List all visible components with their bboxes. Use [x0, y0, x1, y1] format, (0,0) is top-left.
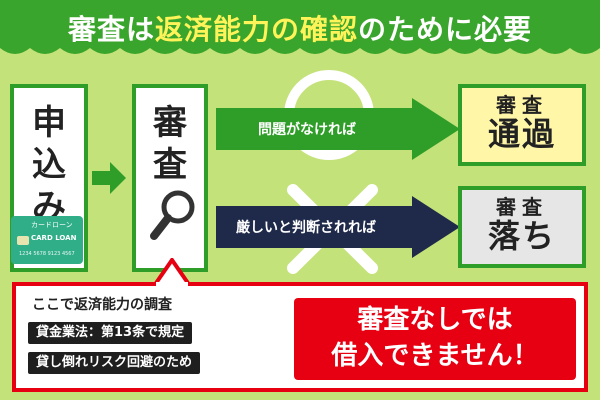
magnifier-icon [150, 190, 195, 240]
pass-arrow [216, 98, 460, 160]
warning-box: 審査なしでは 借入できません！ [294, 298, 576, 380]
fail-result: 審査 落ち [458, 186, 586, 268]
apply-label: 申込み [32, 103, 66, 227]
banner-background [0, 0, 600, 54]
warning-line2: 借入できません！ [331, 341, 539, 371]
arrow-right-icon [92, 162, 126, 194]
fail-small-label: 審査 [496, 195, 548, 219]
note-box: ここで返済能力の調査 貸金業法：第13条で規定 貸し倒れリスク回避のため 審査な… [12, 282, 588, 392]
title-pre: 審査は [67, 13, 155, 46]
pass-small-label: 審査 [496, 93, 548, 117]
pointer-join [156, 282, 188, 288]
warning-line1: 審査なしでは [357, 305, 513, 335]
title-post: のために必要 [358, 13, 533, 46]
title-highlight: 返済能力の確認 [154, 13, 358, 46]
card-number: 1234 5678 9123 4567 [19, 251, 75, 257]
review-label: 審査 [153, 103, 187, 185]
fail-arrow [216, 196, 460, 258]
card-icon: カードローン CARD LOAN 1234 5678 9123 4567 [11, 216, 83, 264]
note-title: ここで返済能力の調査 [32, 297, 172, 313]
review-box: 審査 [132, 84, 208, 272]
risk-reason: 貸し倒れリスク回避のため [28, 352, 201, 374]
page-title: 審査は返済能力の確認のために必要 [0, 8, 600, 48]
fail-big-label: 落ち [487, 217, 556, 255]
title-banner: 審査は返済能力の確認のために必要 [0, 0, 600, 64]
pass-condition: 問題がなければ [258, 122, 356, 138]
pass-result: 審査 通過 [458, 84, 586, 166]
card-line2: CARD LOAN [31, 234, 77, 242]
card-line1: カードローン [31, 221, 73, 229]
pass-big-label: 通過 [487, 115, 556, 153]
law-reference: 貸金業法：第13条で規定 [28, 322, 193, 344]
card-chip [17, 236, 29, 245]
fail-condition: 厳しいと判断されれば [236, 220, 376, 236]
